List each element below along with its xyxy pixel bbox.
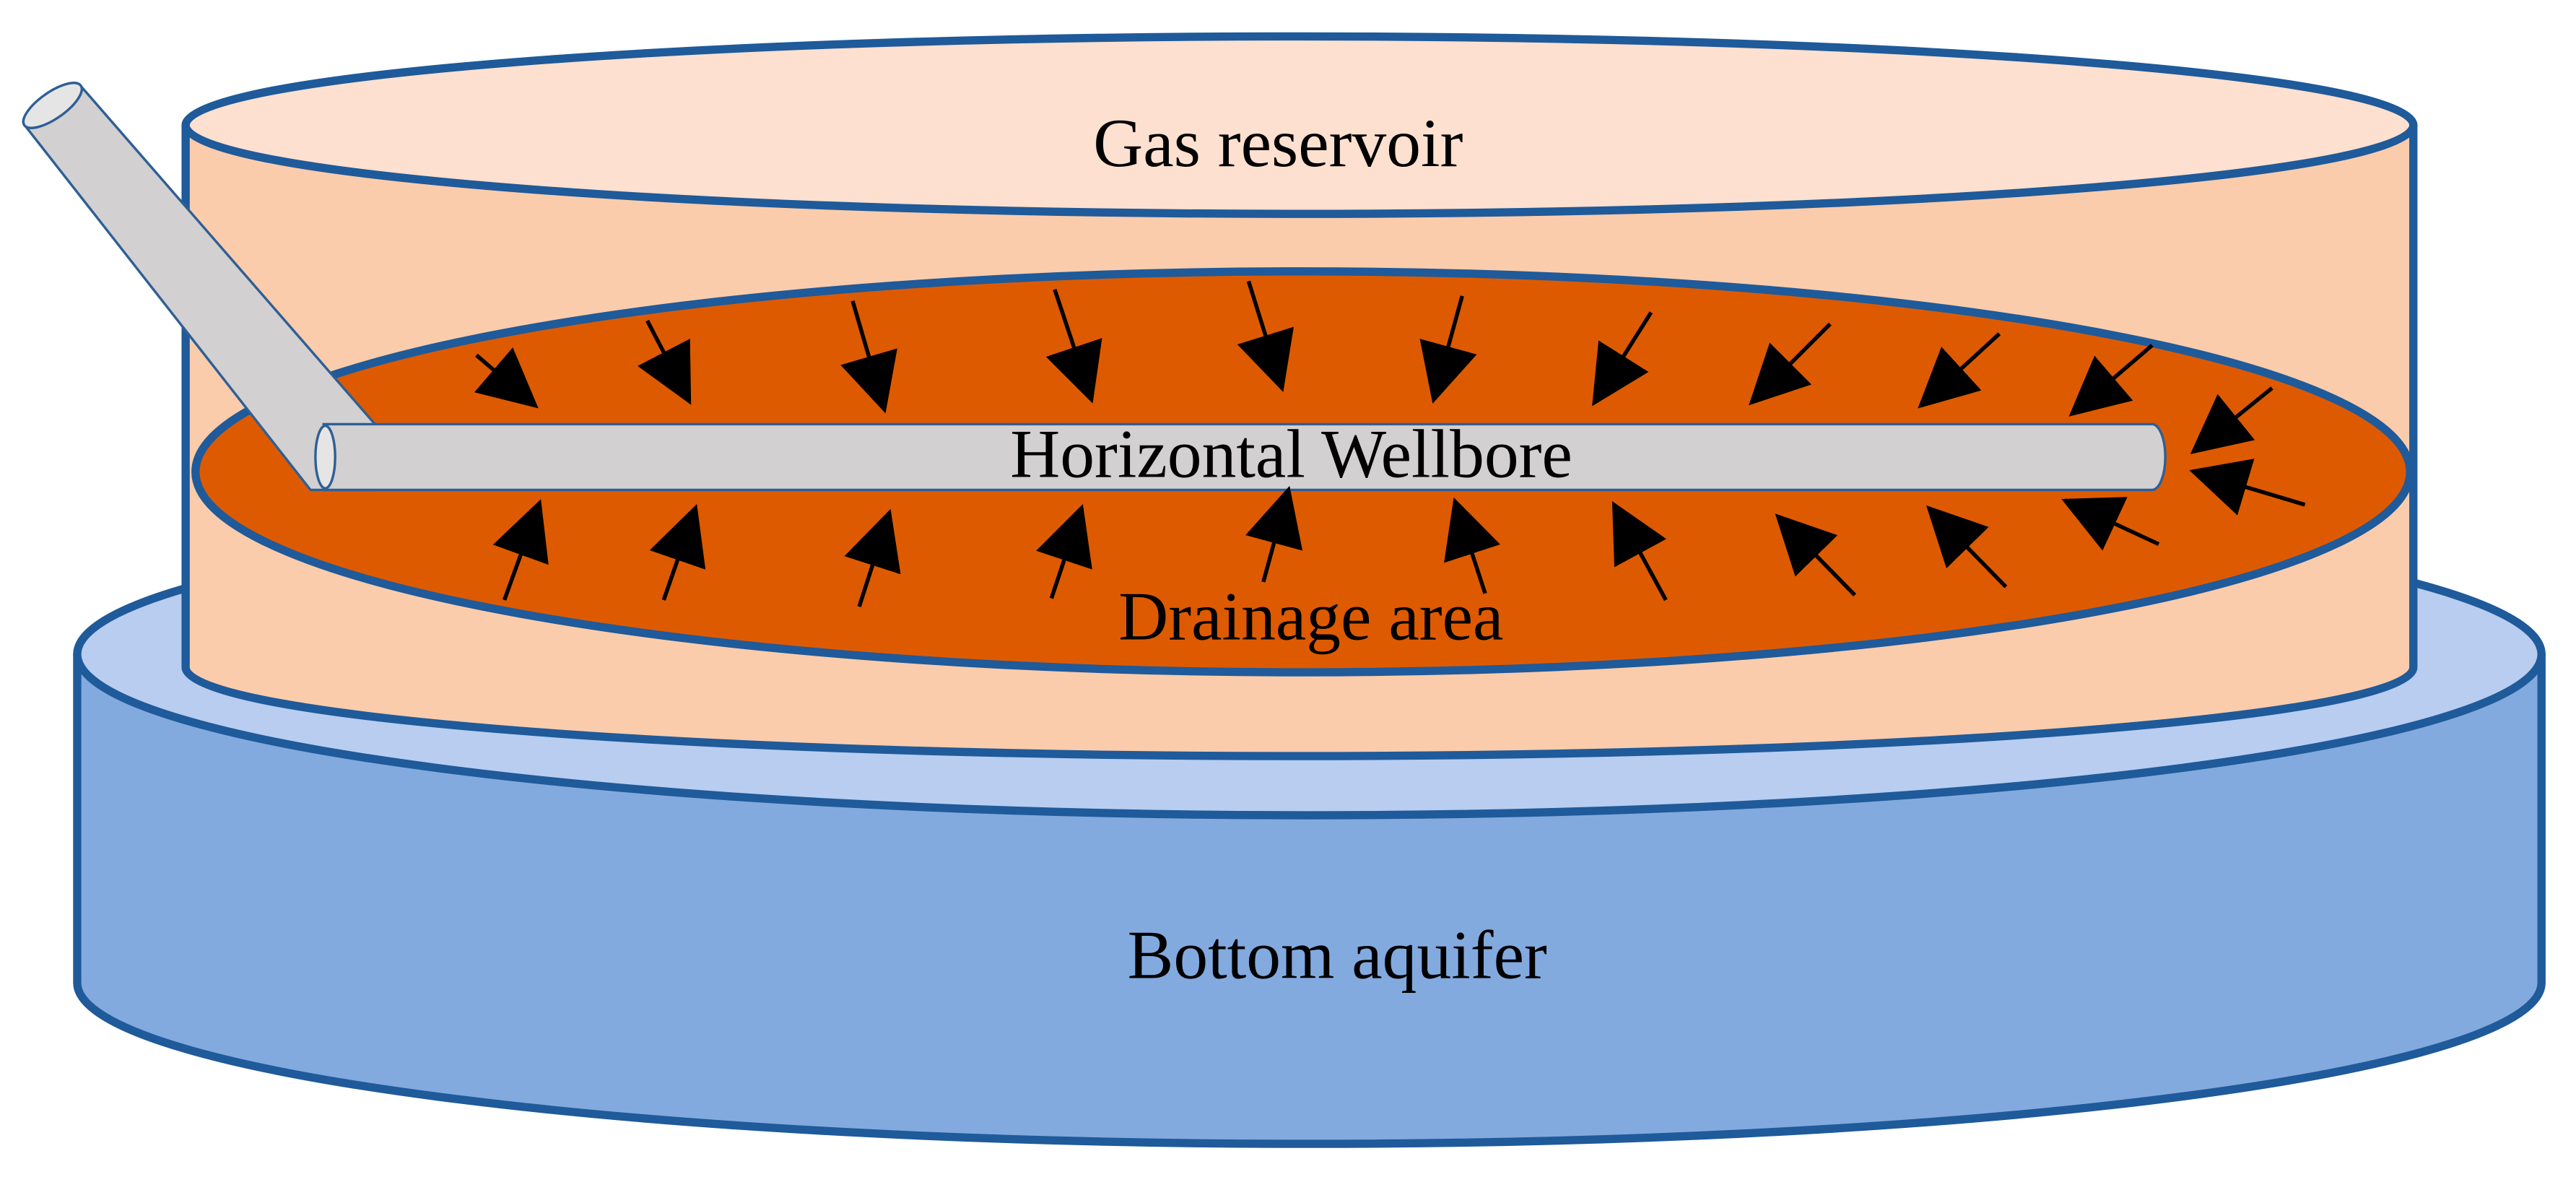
flow-arrow: [1245, 485, 1303, 583]
flow-arrow: [1419, 295, 1477, 404]
gas-reservoir-label: Gas reservoir: [1093, 105, 1463, 181]
wellbore: [22, 82, 2167, 492]
flow-arrow: [1592, 311, 1653, 407]
flow-arrow: [638, 319, 692, 405]
reservoir-top: [181, 32, 2418, 218]
flow-arrow: [474, 347, 539, 409]
flow-arrow: [1237, 280, 1294, 392]
flow-arrow: [1036, 504, 1092, 599]
flow-arrow: [1749, 322, 1832, 406]
flow-arrow: [840, 300, 897, 414]
flow-arrow: [1775, 513, 1857, 597]
wellbore-horizontal-section: [322, 422, 2167, 492]
wellbore-opening: [22, 82, 84, 129]
drainage-area-label: Drainage area: [1118, 578, 1503, 655]
flow-arrows: [474, 280, 2306, 607]
flow-arrow: [1444, 497, 1500, 594]
flow-arrow: [2190, 386, 2273, 455]
bottom-aquifer-label: Bottom aquifer: [1128, 916, 1547, 993]
horizontal-wellbore-label: Horizontal Wellbore: [1010, 415, 1572, 492]
flow-arrow: [2189, 459, 2306, 516]
flow-arrow: [1926, 505, 2008, 588]
flow-arrow: [649, 504, 706, 601]
wellbore-heel-end: [314, 425, 336, 490]
flow-arrow: [2061, 497, 2160, 551]
flow-arrow: [1918, 332, 2001, 409]
flow-arrow: [1045, 288, 1102, 404]
flow-arrow: [844, 508, 901, 607]
flow-arrow: [492, 499, 549, 601]
flow-arrow: [1611, 501, 1668, 601]
flow-arrow: [2068, 344, 2154, 417]
